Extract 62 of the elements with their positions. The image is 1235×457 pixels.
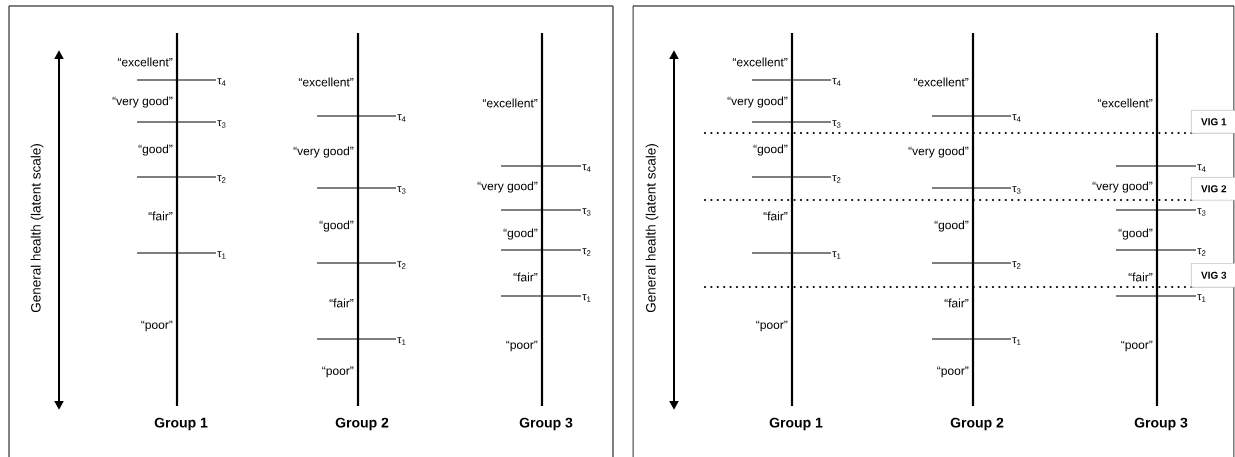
threshold-label: τ$_{1}$ [832, 251, 841, 259]
category-label: “fair” [513, 272, 538, 282]
category-label: “poor” [322, 366, 354, 378]
category-label: “fair” [1128, 272, 1153, 282]
threshold-label: τ$_{1}$ [1012, 337, 1021, 345]
category-label: “very good” [112, 96, 173, 108]
threshold-label: τ$_{3}$ [217, 120, 226, 128]
threshold-label: τ$_{1}$ [397, 337, 406, 345]
category-label: “good” [138, 144, 173, 156]
category-label: “excellent” [913, 77, 969, 87]
threshold-label: τ$_{2}$ [832, 175, 841, 183]
threshold-label: τ$_{2}$ [582, 248, 591, 256]
category-label: “excellent” [117, 57, 173, 67]
threshold-label: τ$_{3}$ [1012, 186, 1021, 194]
threshold-label: τ$_{4}$ [1012, 114, 1021, 122]
category-label: “good” [1118, 228, 1153, 240]
category-label: “very good” [727, 96, 788, 108]
category-label: “poor” [506, 340, 538, 352]
threshold-label: τ$_{2}$ [397, 261, 406, 269]
axis-label: General health (latent scale) [30, 144, 44, 313]
category-label: “good” [934, 220, 969, 232]
group-label: Group 3 [1134, 417, 1188, 431]
category-label: “excellent” [298, 77, 354, 87]
threshold-label: τ$_{1}$ [582, 294, 591, 302]
threshold-label: τ$_{3}$ [397, 186, 406, 194]
axis-label: General health (latent scale) [645, 144, 659, 313]
group-label: Group 1 [769, 417, 823, 431]
category-label: “fair” [944, 298, 969, 308]
category-label: “excellent” [732, 57, 788, 67]
vig-box: VIG 3 [1191, 263, 1235, 288]
threshold-label: τ$_{2}$ [1012, 261, 1021, 269]
category-label: “good” [319, 220, 354, 232]
category-label: “very good” [1092, 181, 1153, 193]
threshold-label: τ$_{3}$ [582, 208, 591, 216]
category-label: “very good” [908, 146, 969, 158]
category-label: “very good” [477, 181, 538, 193]
category-label: “excellent” [482, 98, 538, 108]
group-label: Group 3 [519, 417, 573, 431]
category-label: “good” [503, 228, 538, 240]
category-label: “good” [753, 144, 788, 156]
category-label: “very good” [293, 146, 354, 158]
threshold-label: τ$_{4}$ [832, 78, 841, 86]
category-label: “poor” [1121, 340, 1153, 352]
threshold-label: τ$_{3}$ [832, 120, 841, 128]
threshold-label: τ$_{4}$ [1197, 164, 1206, 172]
category-label: “poor” [141, 320, 173, 332]
vig-box: VIG 1 [1191, 110, 1235, 134]
category-label: “fair” [329, 298, 354, 308]
category-label: “fair” [148, 211, 173, 221]
group-label: Group 1 [154, 417, 208, 431]
group-label: Group 2 [335, 417, 389, 431]
threshold-label: τ$_{1}$ [217, 251, 226, 259]
category-label: “poor” [756, 320, 788, 332]
threshold-label: τ$_{2}$ [217, 175, 226, 183]
group-label: Group 2 [950, 417, 1004, 431]
vig-box: VIG 2 [1191, 177, 1235, 201]
category-label: “fair” [763, 211, 788, 221]
threshold-label: τ$_{4}$ [217, 78, 226, 86]
category-label: “excellent” [1097, 98, 1153, 108]
threshold-label: τ$_{4}$ [397, 114, 406, 122]
threshold-label: τ$_{4}$ [582, 164, 591, 172]
category-label: “poor” [937, 366, 969, 378]
